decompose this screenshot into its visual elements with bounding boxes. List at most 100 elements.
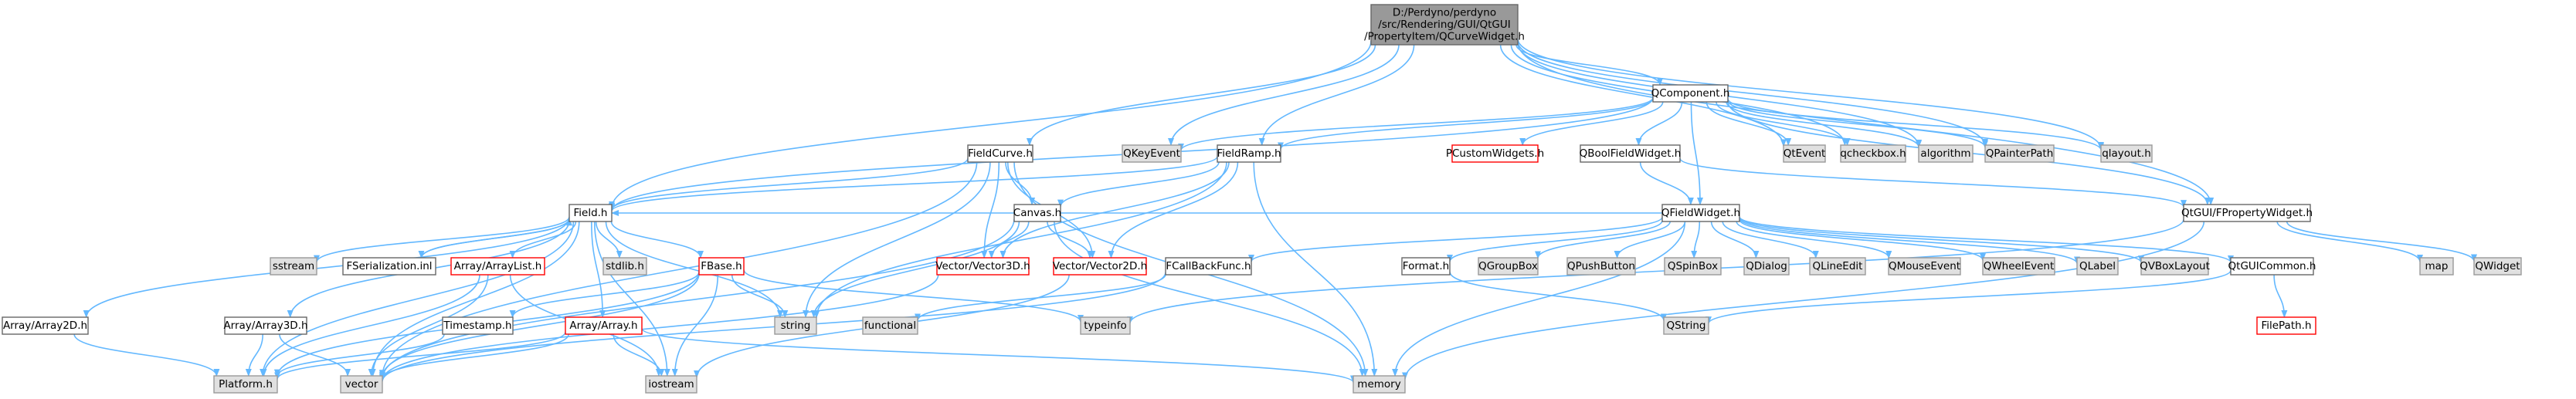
node-qvboxlayout[interactable]: QVBoxLayout [2140,257,2210,276]
node-typeinfo[interactable]: typeinfo [1080,316,1131,335]
node-fbase[interactable]: FBase.h [698,257,745,276]
node-canvas[interactable]: Canvas.h [1013,204,1061,222]
node-functional[interactable]: functional [862,316,918,335]
node-box-array2d[interactable] [2,316,89,335]
node-array2d[interactable]: Array/Array2D.h [2,316,89,335]
node-box-array[interactable] [565,316,643,335]
node-string[interactable]: string [774,316,817,335]
node-box-qstring[interactable] [1663,316,1709,335]
node-box-qgroupbox[interactable] [1478,257,1539,276]
node-box-root[interactable] [1370,4,1519,46]
node-box-sstream[interactable] [270,257,317,276]
node-qstring[interactable]: QString [1663,316,1709,335]
node-qfieldwidget[interactable]: QFieldWidget.h [1661,204,1740,222]
node-box-qkeyevent[interactable] [1122,144,1182,163]
node-box-pcustomwidgets[interactable] [1451,144,1539,163]
node-box-fieldramp[interactable] [1217,144,1281,163]
node-qkeyevent[interactable]: QKeyEvent [1122,144,1182,163]
node-box-functional[interactable] [862,316,918,335]
node-box-qvboxlayout[interactable] [2140,257,2209,276]
node-memory[interactable]: memory [1352,375,1406,394]
node-box-algorithm[interactable] [1918,144,1974,163]
node-field[interactable]: Field.h [568,204,613,222]
node-vec2d[interactable]: Vector/Vector2D.h [1053,257,1147,276]
node-box-timestamp[interactable] [442,316,514,335]
node-box-qtevent[interactable] [1783,144,1826,163]
node-box-platform[interactable] [213,375,278,394]
node-qspinbox[interactable]: QSpinBox [1664,257,1722,276]
node-qmouseevent[interactable]: QMouseEvent [1888,257,1961,276]
node-box-field[interactable] [568,204,613,222]
node-qcomponent[interactable]: QComponent.h [1651,84,1730,103]
node-box-qfieldwidget[interactable] [1661,204,1740,222]
node-sstream[interactable]: sstream [270,257,317,276]
node-box-qwheelevent[interactable] [1982,257,2055,276]
node-box-canvas[interactable] [1013,204,1061,222]
node-fcallback[interactable]: FCallBackFunc.h [1165,257,1252,276]
node-qpainterpath[interactable]: QPainterPath [1984,144,2055,163]
node-box-qlabel[interactable] [2076,257,2119,276]
node-box-string[interactable] [774,316,817,335]
node-qcheckbox[interactable]: qcheckbox.h [1840,144,1906,163]
node-box-qmouseevent[interactable] [1888,257,1961,276]
node-qwidget[interactable]: QWidget [2473,257,2522,276]
node-vector[interactable]: vector [340,375,383,394]
node-qtguicommon[interactable]: QtGUICommon.h [2228,257,2316,276]
node-fieldcurve[interactable]: FieldCurve.h [967,144,1033,163]
node-qlineedit[interactable]: QLineEdit [1809,257,1866,276]
node-box-qlineedit[interactable] [1809,257,1866,276]
node-qlabel[interactable]: QLabel [2076,257,2119,276]
node-qbool[interactable]: QBoolFieldWidget.h [1580,144,1682,163]
node-box-qlayout[interactable] [2100,144,2153,163]
node-qdialog[interactable]: QDialog [1743,257,1790,276]
node-map[interactable]: map [2419,257,2454,276]
node-box-fcallback[interactable] [1165,257,1252,276]
node-box-qdialog[interactable] [1743,257,1790,276]
node-qpushbutton[interactable]: QPushButton [1566,257,1636,276]
node-box-typeinfo[interactable] [1080,316,1131,335]
node-box-qcheckbox[interactable] [1840,144,1906,163]
node-box-qpainterpath[interactable] [1984,144,2055,163]
node-platform[interactable]: Platform.h [213,375,278,394]
node-box-qwidget[interactable] [2473,257,2522,276]
node-stdlib[interactable]: stdlib.h [602,257,647,276]
node-arraylist[interactable]: Array/ArrayList.h [450,257,545,276]
node-qlayout[interactable]: qlayout.h [2100,144,2153,163]
node-iostream[interactable]: iostream [645,375,697,394]
node-qwheelevent[interactable]: QWheelEvent [1982,257,2055,276]
node-vec3d[interactable]: Vector/Vector3D.h [935,257,1030,276]
node-box-memory[interactable] [1352,375,1406,394]
node-timestamp[interactable]: Timestamp.h [442,316,514,335]
node-box-qtguicommon[interactable] [2230,257,2314,276]
node-qtevent[interactable]: QtEvent [1783,144,1826,163]
node-fieldramp[interactable]: FieldRamp.h [1217,144,1281,163]
node-box-iostream[interactable] [645,375,697,394]
node-qgroupbox[interactable]: QGroupBox [1478,257,1539,276]
node-filepath[interactable]: FilePath.h [2256,316,2316,335]
node-array[interactable]: Array/Array.h [565,316,643,335]
node-box-vec2d[interactable] [1053,257,1147,276]
node-pcustomwidgets[interactable]: PCustomWidgets.h [1446,144,1544,163]
node-box-filepath[interactable] [2256,316,2316,335]
node-qtgui_fprop[interactable]: QtGUI/FPropertyWidget.h [2181,204,2313,222]
node-fserial[interactable]: FSerialization.inl [342,257,436,276]
node-box-vector[interactable] [340,375,383,394]
node-box-arraylist[interactable] [450,257,545,276]
node-format[interactable]: Format.h [1401,257,1451,276]
node-box-qcomponent[interactable] [1652,84,1729,103]
node-box-array3d[interactable] [224,316,307,335]
node-box-vec3d[interactable] [936,257,1030,276]
node-box-qpushbutton[interactable] [1566,257,1636,276]
node-box-fieldcurve[interactable] [967,144,1033,163]
node-box-map[interactable] [2419,257,2454,276]
node-box-fbase[interactable] [698,257,745,276]
node-box-fserial[interactable] [342,257,436,276]
node-box-qspinbox[interactable] [1664,257,1722,276]
node-root[interactable]: D:/Perdyno/perdyno/src/Rendering/GUI/QtG… [1364,4,1525,46]
node-box-qbool[interactable] [1580,144,1681,163]
node-box-qtgui_fprop[interactable] [2183,204,2311,222]
node-array3d[interactable]: Array/Array3D.h [223,316,308,335]
node-algorithm[interactable]: algorithm [1918,144,1974,163]
node-box-format[interactable] [1401,257,1451,276]
node-box-stdlib[interactable] [602,257,647,276]
